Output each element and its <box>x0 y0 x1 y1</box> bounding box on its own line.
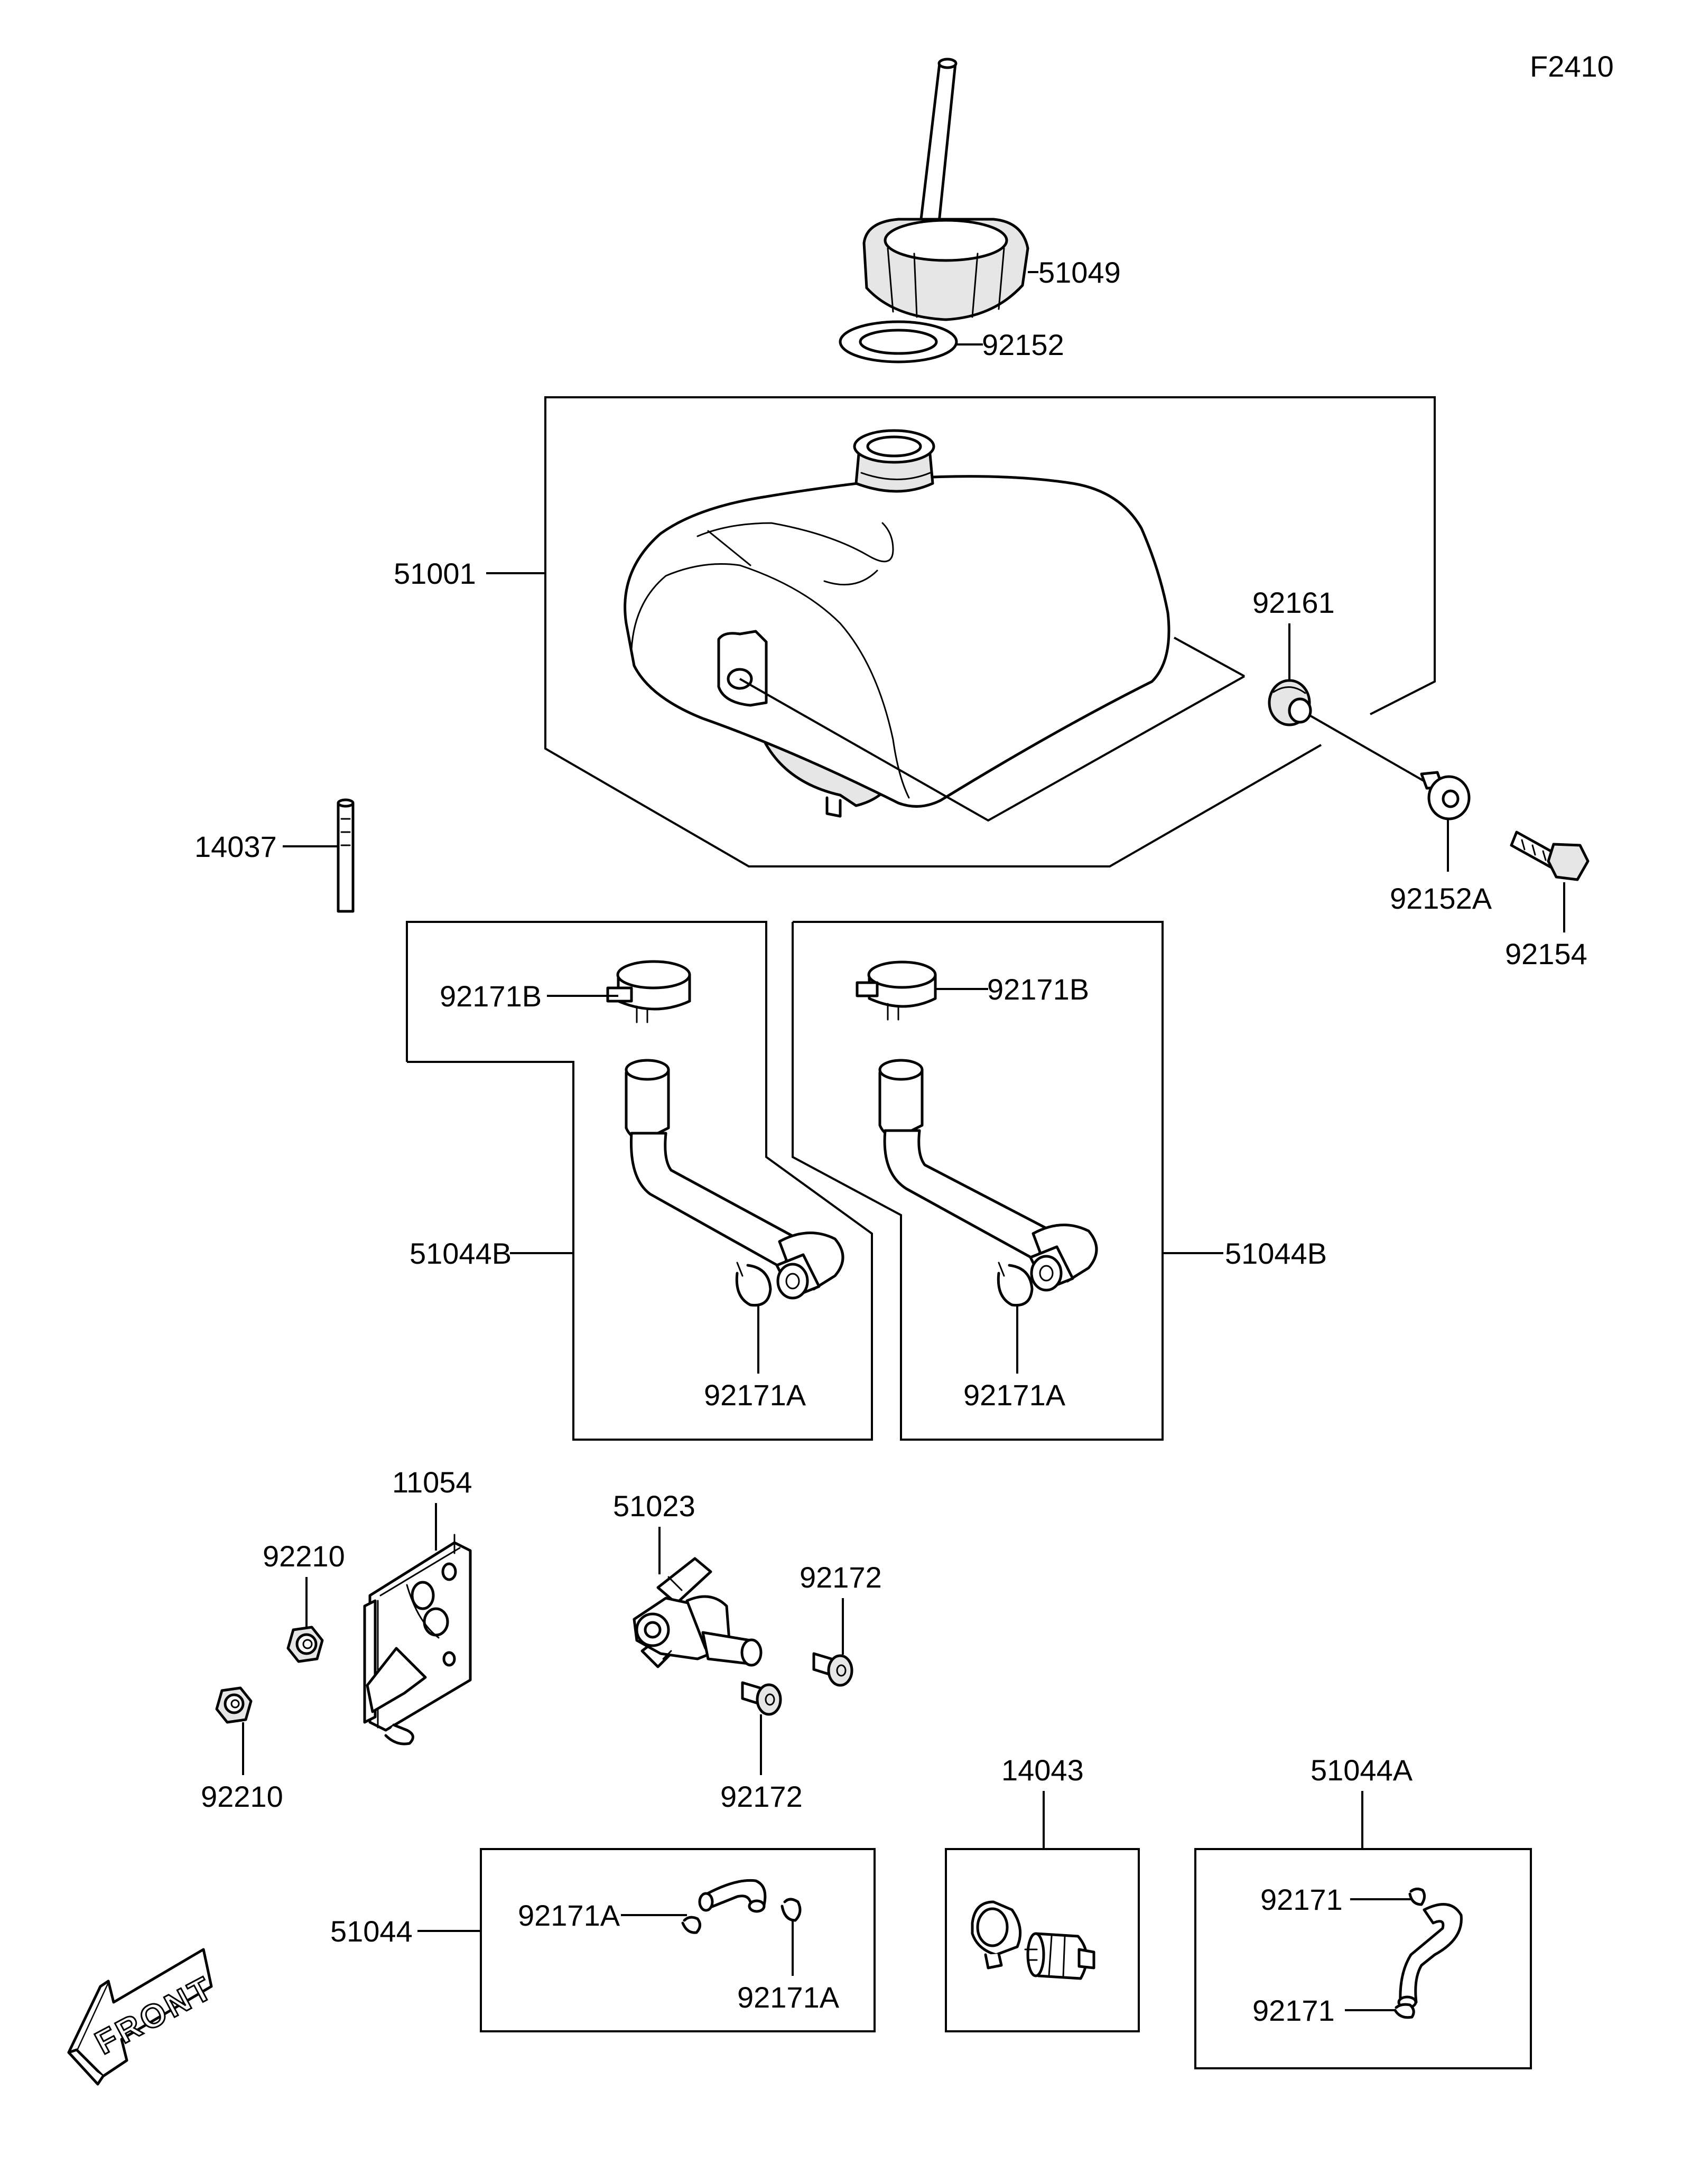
label-92171A-box2: 92171A <box>737 1981 840 2014</box>
clip-box51044-1-part[interactable] <box>681 1916 701 1934</box>
bolt-part[interactable] <box>1510 830 1590 881</box>
hose-box-left <box>406 921 873 1441</box>
hose-box-51044A <box>1194 1848 1532 2069</box>
label-92210-bottom: 92210 <box>201 1780 283 1813</box>
label-92172-top: 92172 <box>800 1561 882 1594</box>
label-51044: 51044 <box>330 1915 413 1948</box>
label-92154: 92154 <box>1505 937 1587 970</box>
fuel-cock-part[interactable] <box>633 1557 763 1668</box>
bracket-part[interactable] <box>363 1534 472 1746</box>
fuel-cap-part[interactable] <box>862 58 1029 321</box>
label-92171-box1: 92171 <box>1260 1883 1343 1916</box>
label-92161: 92161 <box>1252 586 1335 619</box>
fuel-hose-right-part[interactable] <box>878 1059 1098 1292</box>
clip-left-part[interactable] <box>735 1262 772 1307</box>
screw-top-part[interactable] <box>812 1652 853 1687</box>
filter-box-14043 <box>945 1848 1140 2032</box>
diagram-code: F2410 <box>1530 50 1614 83</box>
clip-51044A-1-part[interactable] <box>1408 1887 1426 1906</box>
clip-51044A-2-part[interactable] <box>1393 2003 1415 2019</box>
label-92152A: 92152A <box>1390 882 1492 915</box>
nut-top-part[interactable] <box>286 1626 324 1663</box>
label-51049: 51049 <box>1038 256 1121 289</box>
cap-gasket-part[interactable] <box>839 320 958 363</box>
fuel-hose-left-part[interactable] <box>625 1059 844 1300</box>
hose-box-right <box>792 921 1164 1441</box>
label-51044B-right: 51044B <box>1225 1237 1327 1270</box>
fuel-filter-part[interactable] <box>971 1900 1095 1980</box>
clamp-left-part[interactable] <box>606 960 691 1023</box>
label-92171B-left: 92171B <box>440 979 542 1013</box>
label-92171A-box1: 92171A <box>518 1899 620 1932</box>
label-92171-box2: 92171 <box>1252 1994 1335 2027</box>
label-92171A-left: 92171A <box>704 1378 806 1412</box>
hose-box-51044 <box>480 1848 876 2032</box>
screw-bottom-part[interactable] <box>741 1681 782 1716</box>
clamp-right-part[interactable] <box>856 960 937 1021</box>
label-14037: 14037 <box>194 830 277 863</box>
bent-hose-part[interactable] <box>1397 1903 1463 2009</box>
label-92152: 92152 <box>982 328 1064 361</box>
label-92171A-right: 92171A <box>963 1378 1066 1412</box>
clip-box51044-2-part[interactable] <box>781 1898 802 1922</box>
grommet-part[interactable] <box>1268 679 1312 726</box>
collar-part[interactable] <box>1420 771 1471 820</box>
short-hose-part[interactable] <box>698 1879 767 1913</box>
label-11054: 11054 <box>392 1466 472 1499</box>
label-51023: 51023 <box>613 1489 695 1523</box>
label-51044B-left: 51044B <box>410 1237 512 1270</box>
label-92172-bottom: 92172 <box>720 1780 803 1813</box>
label-92210-top: 92210 <box>263 1539 345 1573</box>
label-51001: 51001 <box>394 557 476 590</box>
fuel-tank-part[interactable] <box>624 429 1170 818</box>
label-51044A: 51044A <box>1311 1753 1413 1787</box>
label-14043: 14043 <box>1001 1753 1084 1787</box>
nut-bottom-part[interactable] <box>215 1686 253 1724</box>
clip-right-part[interactable] <box>997 1262 1034 1307</box>
pin-part[interactable] <box>337 798 355 913</box>
label-92171B-right: 92171B <box>987 973 1089 1006</box>
front-arrow-icon: FRONT <box>67 1948 221 2086</box>
